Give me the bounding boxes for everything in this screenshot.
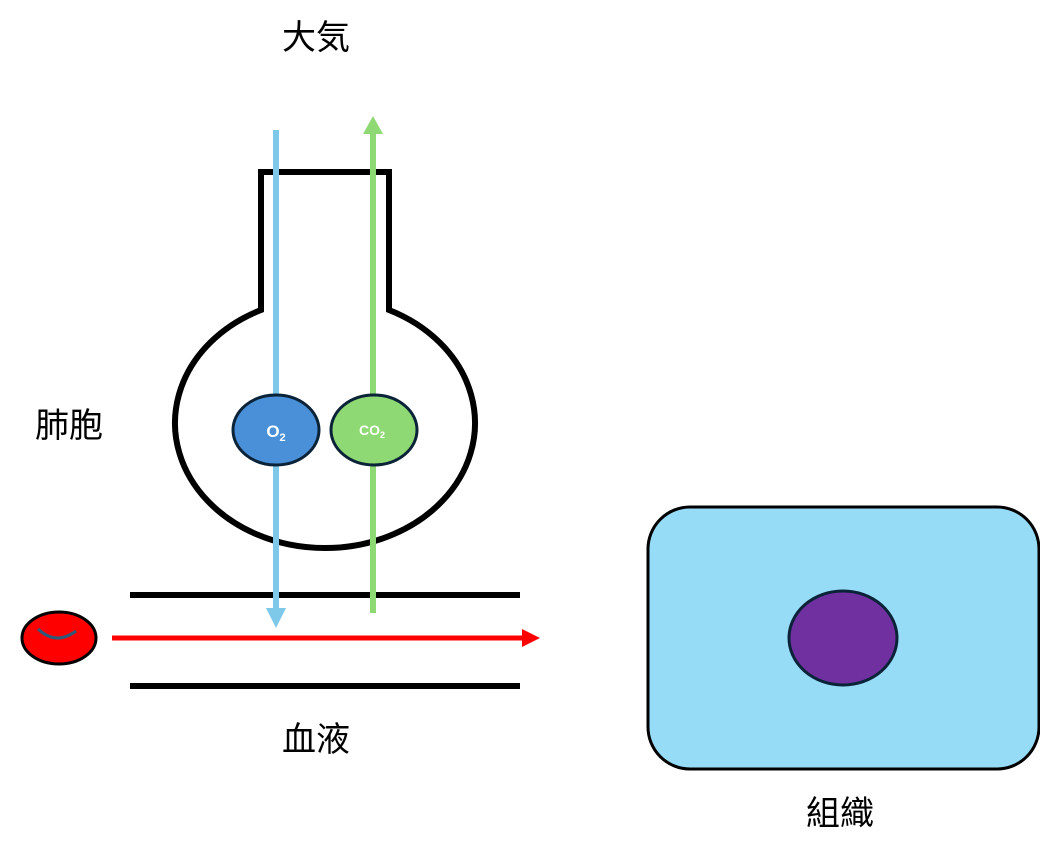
tissue-cell-nucleus <box>787 589 899 687</box>
svg-text:O2: O2 <box>266 422 285 444</box>
oxygen-diffusion-arrow <box>266 130 286 628</box>
carbon-dioxide-molecule: CO2 <box>329 393 419 467</box>
tissue-cell <box>646 505 1040 771</box>
oxygen-label: O <box>266 422 279 441</box>
svg-text:CO2: CO2 <box>359 422 385 440</box>
red-blood-cell <box>20 610 98 666</box>
blood-flow-arrow <box>112 629 540 647</box>
atmosphere-label: 大気 <box>282 18 350 58</box>
co2-subscript: 2 <box>380 430 385 440</box>
alveolus-outline <box>172 169 478 552</box>
co2-label: CO <box>359 422 380 438</box>
co2-diffusion-arrow <box>363 116 383 613</box>
oxygen-subscript: 2 <box>280 432 286 444</box>
blood-label: 血液 <box>282 720 350 760</box>
oxygen-molecule: O2 <box>231 393 321 467</box>
alveolus-label: 肺胞 <box>35 406 103 446</box>
red-blood-cell-concavity <box>36 627 77 640</box>
tissue-label: 組織 <box>806 794 874 834</box>
